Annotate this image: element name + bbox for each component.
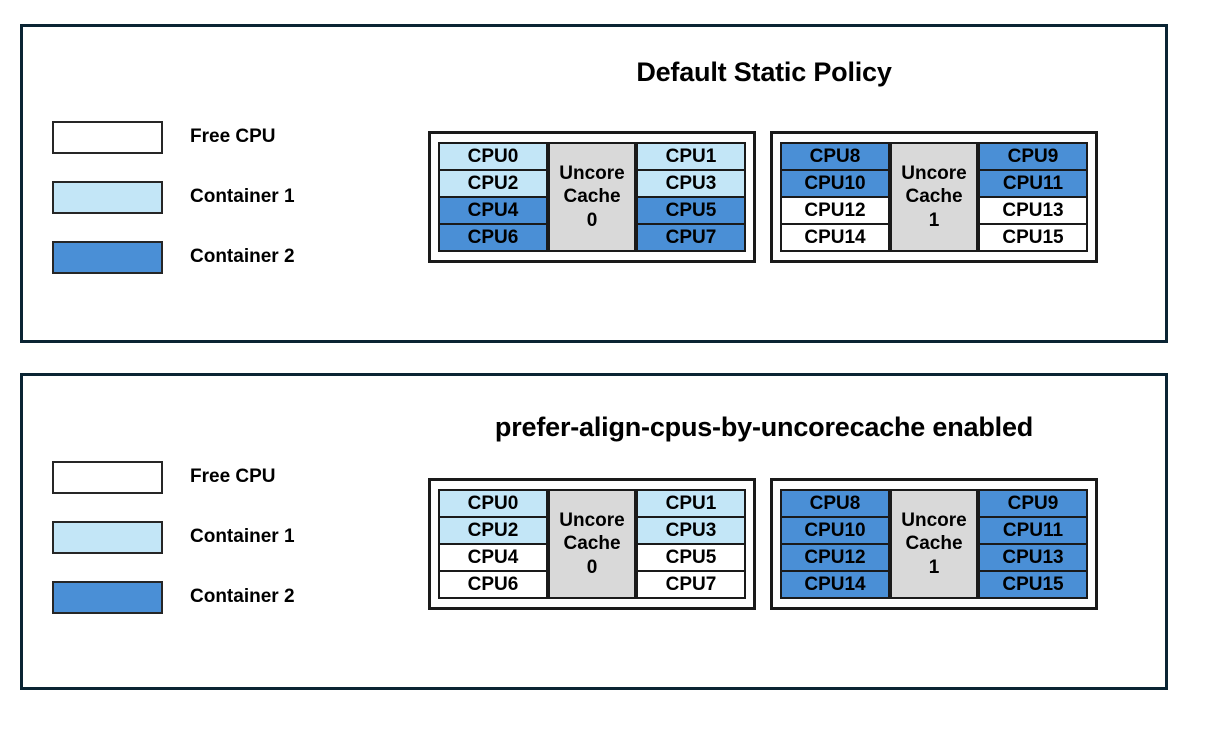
cpu-cell-cpu1: CPU1	[636, 489, 746, 518]
cpu-cell-cpu5: CPU5	[636, 543, 746, 572]
cpu-cell-cpu3: CPU3	[636, 516, 746, 545]
uncore-cache-label-line: 1	[928, 209, 940, 231]
cpu-cell-cpu13: CPU13	[978, 543, 1088, 572]
legend-swatch-container-1	[52, 180, 163, 214]
cpu-cell-cpu14: CPU14	[780, 223, 890, 252]
cpu-cell-cpu12: CPU12	[780, 543, 890, 572]
cpu-cell-cpu4: CPU4	[438, 543, 548, 572]
cpu-cell-cpu2: CPU2	[438, 516, 548, 545]
legend-label-free-cpu: Free CPU	[190, 126, 276, 147]
uncore-cache-label-line: Uncore	[901, 163, 967, 185]
legend-label-container-1: Container 1	[190, 186, 295, 207]
cpu-cell-cpu7: CPU7	[636, 570, 746, 599]
uncore-cache-label-line: Cache	[563, 186, 621, 208]
uncore-cache-label-line: 0	[586, 209, 598, 231]
cpu-cell-cpu3: CPU3	[636, 169, 746, 198]
legend-bottom: Free CPU Container 1 Container 2	[52, 447, 295, 627]
uncore-cache-label-line: Uncore	[559, 163, 625, 185]
uncore-cache-label-line: Uncore	[559, 510, 625, 532]
cpu-cell-cpu11: CPU11	[978, 169, 1088, 198]
cpu-cell-cpu6: CPU6	[438, 570, 548, 599]
legend-swatch-container-2	[52, 240, 163, 274]
legend-item-container-2: Container 2	[52, 227, 295, 287]
cpu-cell-cpu15: CPU15	[978, 223, 1088, 252]
cpu-cell-cpu10: CPU10	[780, 169, 890, 198]
page-title-bottom: prefer-align-cpus-by-uncorecache enabled	[494, 412, 1034, 442]
uncore-cache-label-line: Cache	[563, 533, 621, 555]
cpu-cell-cpu13: CPU13	[978, 196, 1088, 225]
cpu-cell-cpu12: CPU12	[780, 196, 890, 225]
legend-label-container-2: Container 2	[190, 586, 295, 607]
legend-item-free-cpu: Free CPU	[52, 447, 295, 507]
cpu-cell-cpu11: CPU11	[978, 516, 1088, 545]
uncore-cache-label-line: Cache	[905, 533, 963, 555]
cpu-cell-cpu9: CPU9	[978, 489, 1088, 518]
uncore-cache-label-line: 0	[586, 556, 598, 578]
cpu-cell-cpu0: CPU0	[438, 142, 548, 171]
page-title-top: Default Static Policy	[636, 57, 892, 87]
legend-swatch-container-2	[52, 580, 163, 614]
uncore-cache-label-line: Cache	[905, 186, 963, 208]
cpu-cell-cpu10: CPU10	[780, 516, 890, 545]
legend-item-container-2: Container 2	[52, 567, 295, 627]
legend-item-free-cpu: Free CPU	[52, 107, 295, 167]
cpu-cell-cpu4: CPU4	[438, 196, 548, 225]
uncore-cache-label-line: Uncore	[901, 510, 967, 532]
legend-item-container-1: Container 1	[52, 167, 295, 227]
cpu-cell-cpu2: CPU2	[438, 169, 548, 198]
cpu-cell-cpu1: CPU1	[636, 142, 746, 171]
legend-label-container-1: Container 1	[190, 526, 295, 547]
cpu-cell-cpu14: CPU14	[780, 570, 890, 599]
cpu-cell-cpu15: CPU15	[978, 570, 1088, 599]
cpu-cell-cpu8: CPU8	[780, 142, 890, 171]
legend-swatch-free-cpu	[52, 460, 163, 494]
cpu-cell-cpu5: CPU5	[636, 196, 746, 225]
legend-swatch-free-cpu	[52, 120, 163, 154]
cpu-cell-cpu7: CPU7	[636, 223, 746, 252]
cpu-cell-cpu0: CPU0	[438, 489, 548, 518]
cpu-cell-cpu6: CPU6	[438, 223, 548, 252]
legend-label-free-cpu: Free CPU	[190, 466, 276, 487]
uncore-cache-label-line: 1	[928, 556, 940, 578]
legend-item-container-1: Container 1	[52, 507, 295, 567]
legend-swatch-container-1	[52, 520, 163, 554]
cpu-cell-cpu8: CPU8	[780, 489, 890, 518]
legend-top: Free CPU Container 1 Container 2	[52, 107, 295, 287]
cpu-cell-cpu9: CPU9	[978, 142, 1088, 171]
legend-label-container-2: Container 2	[190, 246, 295, 267]
